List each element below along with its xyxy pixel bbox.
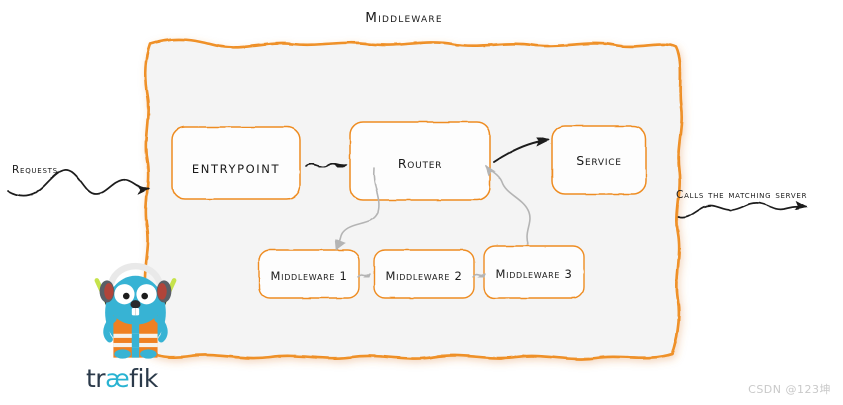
- router-label: Router: [398, 156, 442, 171]
- gopher-foot-left: [114, 349, 131, 359]
- router-box: [349, 121, 491, 201]
- connector-calls-out: [677, 200, 808, 219]
- connector-middleware-2-middleware-3: [472, 272, 487, 285]
- middleware-1-box: [258, 249, 360, 299]
- gopher-pupil-left: [122, 292, 130, 300]
- middleware-3-box: [483, 245, 585, 299]
- gopher-nose: [130, 300, 141, 309]
- requests-label: Requests: [12, 164, 58, 176]
- headphone-band-icon: [108, 262, 163, 286]
- traefik-wordmark: træfik: [86, 366, 158, 391]
- connector-requests-in: [7, 168, 150, 197]
- middleware-2-box: [373, 249, 475, 299]
- node-middleware-1[interactable]: Middleware 1: [258, 249, 360, 299]
- service-box: [551, 125, 647, 195]
- node-middleware-3[interactable]: Middleware 3: [483, 245, 585, 299]
- node-router[interactable]: Router: [349, 121, 491, 201]
- wordmark-ae: æ: [105, 364, 130, 393]
- middleware-3-label: Middleware 3: [496, 267, 573, 281]
- connector-router-service: [493, 136, 550, 163]
- csdn-watermark: CSDN @123坤: [748, 383, 831, 396]
- middleware-1-label: Middleware 1: [271, 269, 348, 283]
- wordmark-pre: tr: [86, 364, 106, 393]
- headphone-pad-right-icon: [157, 283, 167, 300]
- vest-stripe-gap: [131, 333, 140, 348]
- headphone-pad-left-icon: [104, 283, 114, 300]
- node-entrypoint[interactable]: EntryPoint: [171, 126, 301, 200]
- gopher-arm-right: [154, 315, 168, 343]
- wordmark-post: fik: [129, 364, 158, 393]
- gopher-foot-right: [140, 349, 157, 359]
- service-label: Service: [576, 153, 621, 168]
- middleware-2-label: Middleware 2: [386, 269, 463, 283]
- entrypoint-label: EntryPoint: [192, 162, 280, 176]
- connector-entrypoint-router: [305, 162, 348, 173]
- calls-matching-server-label: Calls the matching server: [676, 189, 807, 201]
- gopher-arm-left: [103, 315, 117, 343]
- node-service[interactable]: Service: [551, 125, 647, 195]
- connector-router-middleware-1: [334, 167, 380, 251]
- connector-middleware-3-router: [485, 164, 531, 245]
- entrypoint-box: [171, 126, 301, 200]
- node-middleware-2[interactable]: Middleware 2: [373, 249, 475, 299]
- traefik-gopher-logo: [94, 262, 177, 359]
- gopher-pupil-right: [141, 292, 148, 300]
- page-title: Middleware: [365, 10, 443, 26]
- connector-middleware-1-middleware-2: [357, 272, 372, 285]
